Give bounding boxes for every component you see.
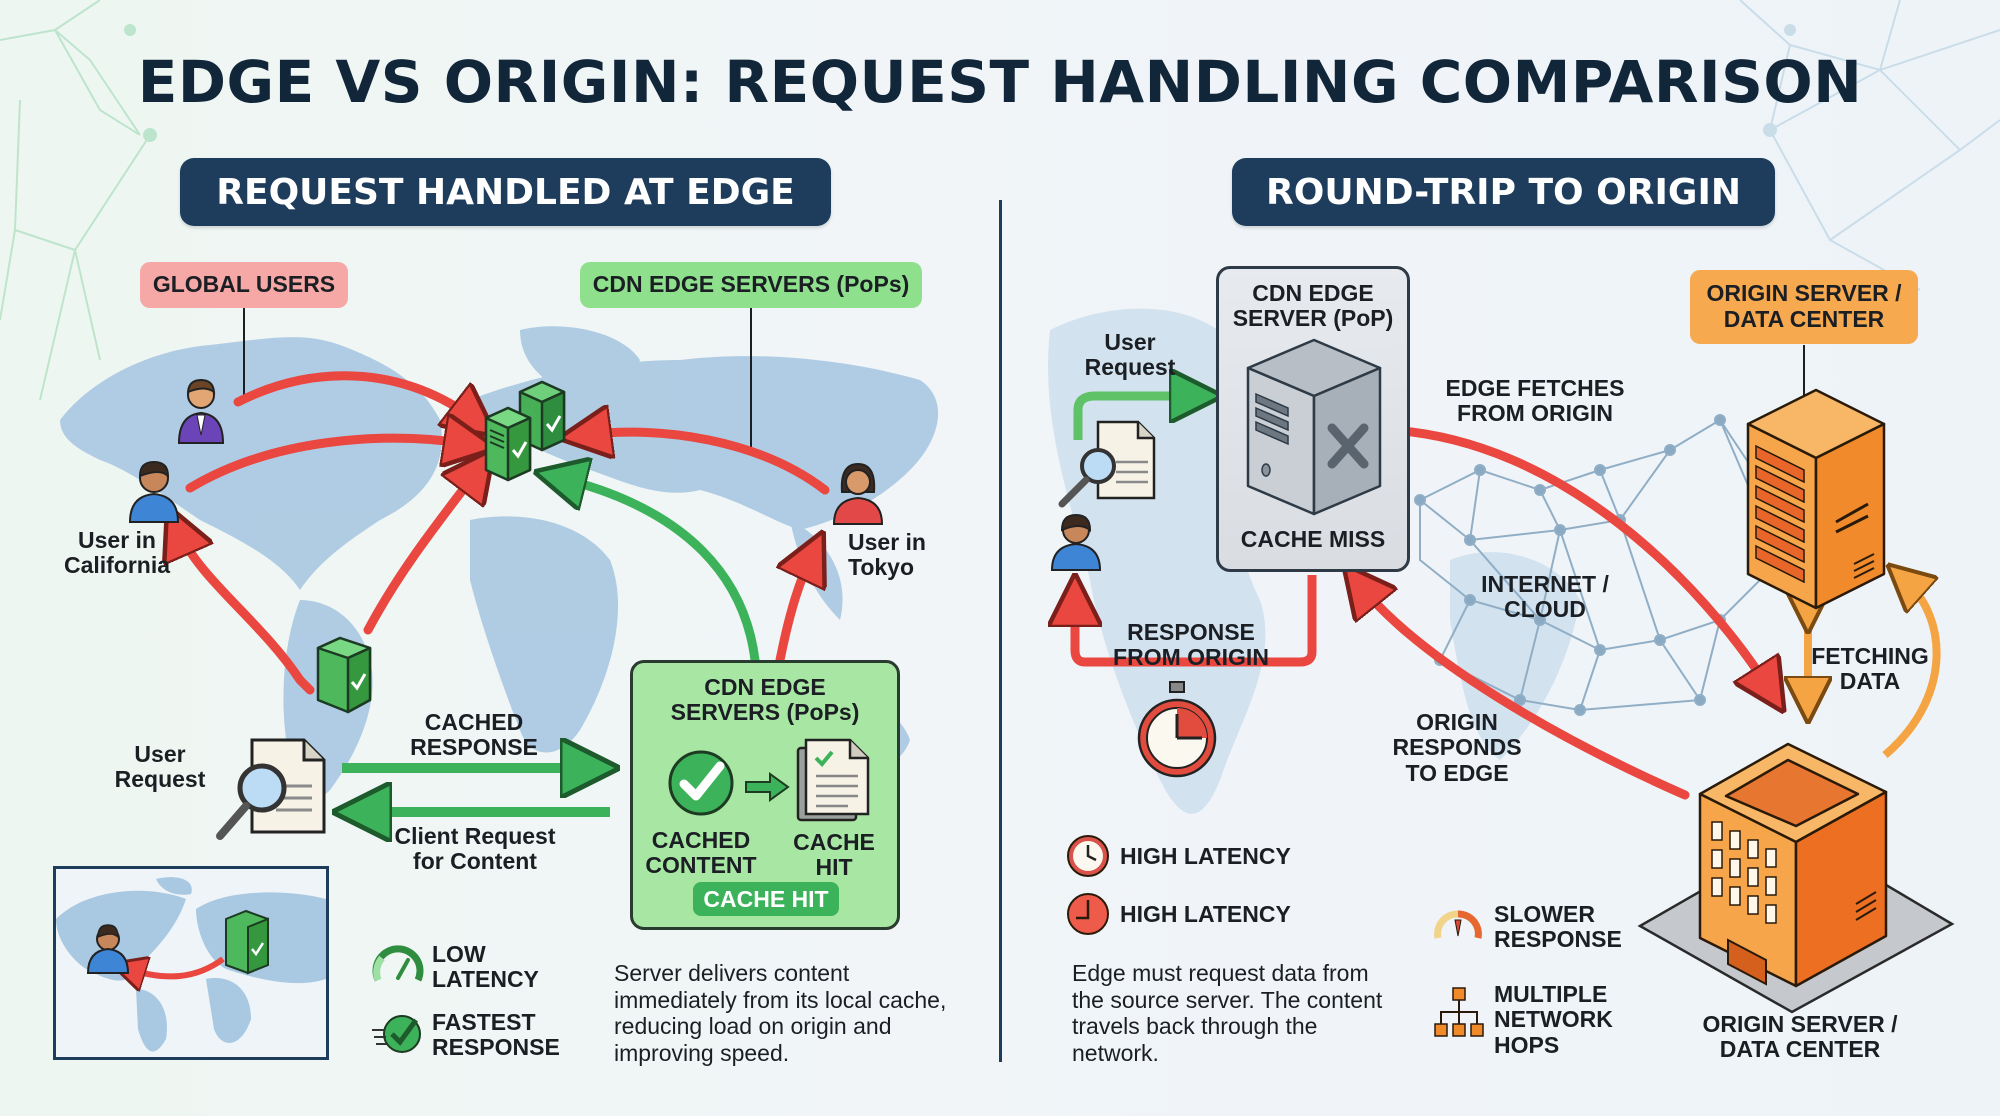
origin-building-label: ORIGIN SERVER / DATA CENTER [1702, 1011, 1898, 1063]
user-request-document-icon [216, 738, 326, 840]
section-heading-edge: REQUEST HANDLED AT EDGE [180, 158, 831, 226]
benefit-low-latency: LOW LATENCY [432, 941, 539, 993]
slow-gauge-icon [1434, 910, 1482, 939]
edge-fetches-label: EDGE FETCHES FROM ORIGIN [1445, 375, 1625, 427]
fast-check-icon [372, 1015, 421, 1053]
clock-red-icon [1067, 893, 1109, 935]
section-heading-origin: ROUND-TRIP TO ORIGIN [1232, 158, 1775, 226]
fetching-data-arrow-curve [1882, 580, 1941, 759]
edge-box-title: CDN EDGE SERVERS (PoPs) [670, 674, 860, 726]
response-from-origin-label: RESPONSE FROM ORIGIN [1113, 619, 1269, 671]
cache-hit-badge: CACHE HIT [693, 882, 839, 916]
cached-content-check-icon [668, 750, 734, 816]
fetching-data-label: FETCHING DATA [1811, 643, 1929, 695]
right-user-request-document-icon [1058, 420, 1156, 508]
cdn-edge-servers-tag-text: CDN EDGE SERVERS (PoPs) [592, 271, 910, 298]
inset-map [53, 866, 329, 1060]
origin-server-tag-text: ORIGIN SERVER / DATA CENTER [1706, 280, 1902, 332]
network-hops-icon [1434, 987, 1484, 1037]
cache-miss-label: CACHE MISS [1240, 526, 1386, 552]
user-avatar-california [128, 460, 180, 523]
left-description: Server delivers content immediately from… [614, 960, 947, 1067]
cdn-edge-servers-tag: CDN EDGE SERVERS (PoPs) [580, 262, 922, 308]
user-request-arrow [1073, 396, 1196, 440]
origin-responds-label: ORIGIN RESPONDS TO EDGE [1392, 709, 1522, 786]
cache-hit-document-icon [796, 738, 870, 822]
clock-icon [1067, 835, 1109, 877]
cache-hit-label: CACHE HIT [793, 829, 875, 881]
user-avatar-tokyo [832, 462, 884, 525]
speedometer-icon [372, 945, 424, 982]
origin-responds-arrow [1360, 585, 1690, 800]
gray-server-cache-miss-icon [1246, 338, 1382, 516]
cached-response-label: CACHED RESPONSE [410, 709, 538, 761]
cache-hit-arrow-up [560, 478, 760, 665]
drawback-high-latency-2: HIGH LATENCY [1120, 901, 1291, 927]
right-description: Edge must request data from the source s… [1072, 960, 1383, 1067]
arrow-right-icon [745, 772, 790, 802]
section-divider [999, 200, 1002, 1062]
origin-server-tower-icon [1746, 388, 1886, 610]
benefit-fastest-response: FASTEST RESPONSE [432, 1009, 560, 1061]
drawback-slower-response: SLOWER RESPONSE [1494, 901, 1622, 953]
user-avatar-global [177, 378, 225, 444]
section-heading-origin-text: ROUND-TRIP TO ORIGIN [1266, 171, 1741, 213]
global-users-tag-text: GLOBAL USERS [152, 271, 336, 298]
response-from-origin-arrow [1075, 575, 1317, 667]
client-request-label: Client Request for Content [394, 823, 556, 875]
internet-cloud-mesh [1414, 414, 1786, 716]
global-users-tag: GLOBAL USERS [140, 262, 348, 308]
section-heading-edge-text: REQUEST HANDLED AT EDGE [216, 171, 795, 213]
stopwatch-icon [1137, 681, 1217, 778]
edge-server-title: CDN EDGE SERVER (PoP) [1232, 280, 1394, 332]
origin-data-center-building-icon [1637, 742, 1955, 1014]
origin-server-tag: ORIGIN SERVER / DATA CENTER [1690, 270, 1918, 344]
inset-map-illustration [56, 877, 326, 1052]
right-user-avatar [1050, 513, 1102, 571]
page-title: EDGE VS ORIGIN: REQUEST HANDLING COMPARI… [137, 48, 1863, 116]
cached-content-label: CACHED CONTENT [645, 827, 757, 879]
drawback-high-latency-1: HIGH LATENCY [1120, 843, 1291, 869]
left-user-request-label: User Request [114, 741, 206, 793]
cdn-edge-server-cluster-icon [484, 380, 566, 482]
request-arrows-left [178, 371, 830, 695]
right-user-request-label: User Request [1084, 329, 1176, 381]
corner-network-decoration-left [0, 0, 157, 401]
internet-cloud-label: INTERNET / CLOUD [1481, 571, 1609, 623]
edge-fetches-arrow [1385, 425, 1770, 690]
user-tokyo-label: User in Tokyo [848, 529, 926, 581]
drawback-multiple-hops: MULTIPLE NETWORK HOPS [1494, 981, 1613, 1058]
cdn-edge-server-south-america-icon [316, 636, 372, 714]
user-california-label: User in California [63, 527, 171, 579]
corner-network-decoration-right [1739, 0, 2000, 291]
